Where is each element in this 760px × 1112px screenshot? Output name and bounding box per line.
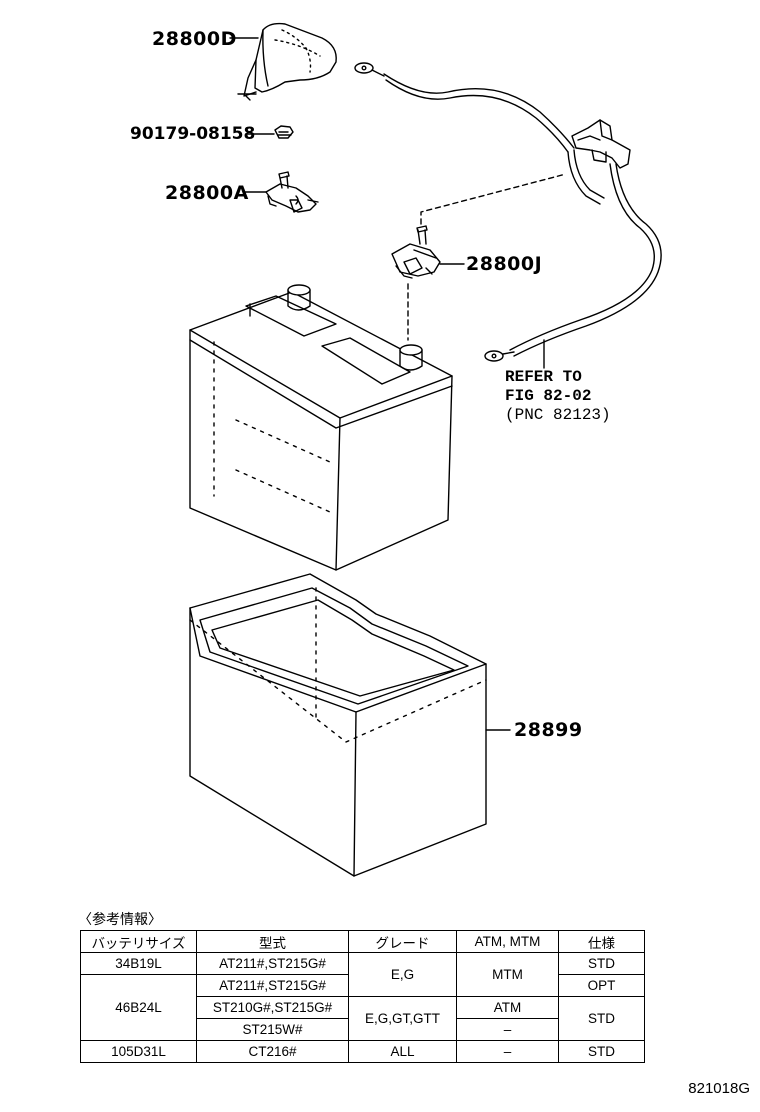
cell-spec: STD: [558, 996, 645, 1041]
battery-terminal-a-part: [265, 171, 319, 213]
assembly-lines: [407, 173, 567, 341]
reference-note: REFER TO FIG 82-02 (PNC 82123): [505, 368, 611, 425]
reference-table-title: 〈参考情報〉: [78, 911, 162, 927]
battery-tray-part: [189, 573, 487, 877]
reference-line-3: (PNC 82123): [505, 406, 611, 424]
header-model: 型式: [196, 930, 349, 953]
header-transmission: ATM, MTM: [456, 930, 559, 953]
callout-terminal-a: 28800A: [165, 182, 249, 204]
cell-spec: OPT: [558, 974, 645, 997]
cell-model: ST215W#: [196, 1018, 349, 1041]
cell-model: AT211#,ST215G#: [196, 952, 349, 975]
header-spec: 仕様: [558, 930, 645, 953]
table-row: ST215W# –: [81, 1018, 645, 1041]
figure-code: 821018G: [688, 1080, 750, 1097]
cell-spec: STD: [558, 952, 645, 975]
negative-cable-part: [354, 62, 662, 362]
cell-grade: E,G: [348, 952, 457, 997]
cell-transmission: ATM: [456, 996, 559, 1019]
cell-model: CT216#: [196, 1040, 349, 1063]
cell-size: 34B19L: [80, 952, 197, 975]
cell-spec: STD: [558, 1040, 645, 1063]
reference-table: バッテリサイズ 型式 グレード ATM, MTM 仕様 34B19L AT211…: [80, 930, 645, 1063]
cell-grade: ALL: [348, 1040, 457, 1063]
callout-battery-tray: 28899: [514, 719, 583, 741]
header-grade: グレード: [348, 930, 457, 953]
terminal-cover-part: [237, 22, 337, 101]
callout-nut: 90179-08158: [130, 124, 256, 144]
callout-terminal-cover: 28800D: [152, 28, 237, 50]
nut-part: [274, 125, 294, 139]
cell-model: AT211#,ST215G#: [196, 974, 349, 997]
table-header-row: バッテリサイズ 型式 グレード ATM, MTM 仕様: [80, 930, 645, 953]
callout-terminal-j: 28800J: [466, 253, 543, 275]
table-row: 105D31L CT216# ALL – STD: [80, 1040, 645, 1063]
reference-line-1: REFER TO: [505, 368, 582, 386]
leader-lines: [229, 37, 545, 731]
cell-transmission: –: [456, 1018, 559, 1041]
table-row: 46B24L AT211#,ST215G# OPT: [80, 974, 645, 1041]
battery-terminal-j-part: [391, 225, 441, 279]
cell-transmission: –: [456, 1040, 559, 1063]
table-row: ST210G#,ST215G# E,G,GT,GTT ATM STD: [81, 996, 645, 1041]
cell-transmission: MTM: [456, 952, 559, 997]
cell-size: 105D31L: [80, 1040, 197, 1063]
table-row: 34B19L AT211#,ST215G# E,G MTM STD: [80, 952, 645, 997]
battery-part: [189, 284, 453, 571]
cell-model: ST210G#,ST215G#: [196, 996, 349, 1019]
cell-grade: E,G,GT,GTT: [348, 996, 457, 1041]
header-battery-size: バッテリサイズ: [80, 930, 197, 953]
reference-line-2: FIG 82-02: [505, 387, 592, 405]
cell-size: 46B24L: [80, 974, 197, 1041]
